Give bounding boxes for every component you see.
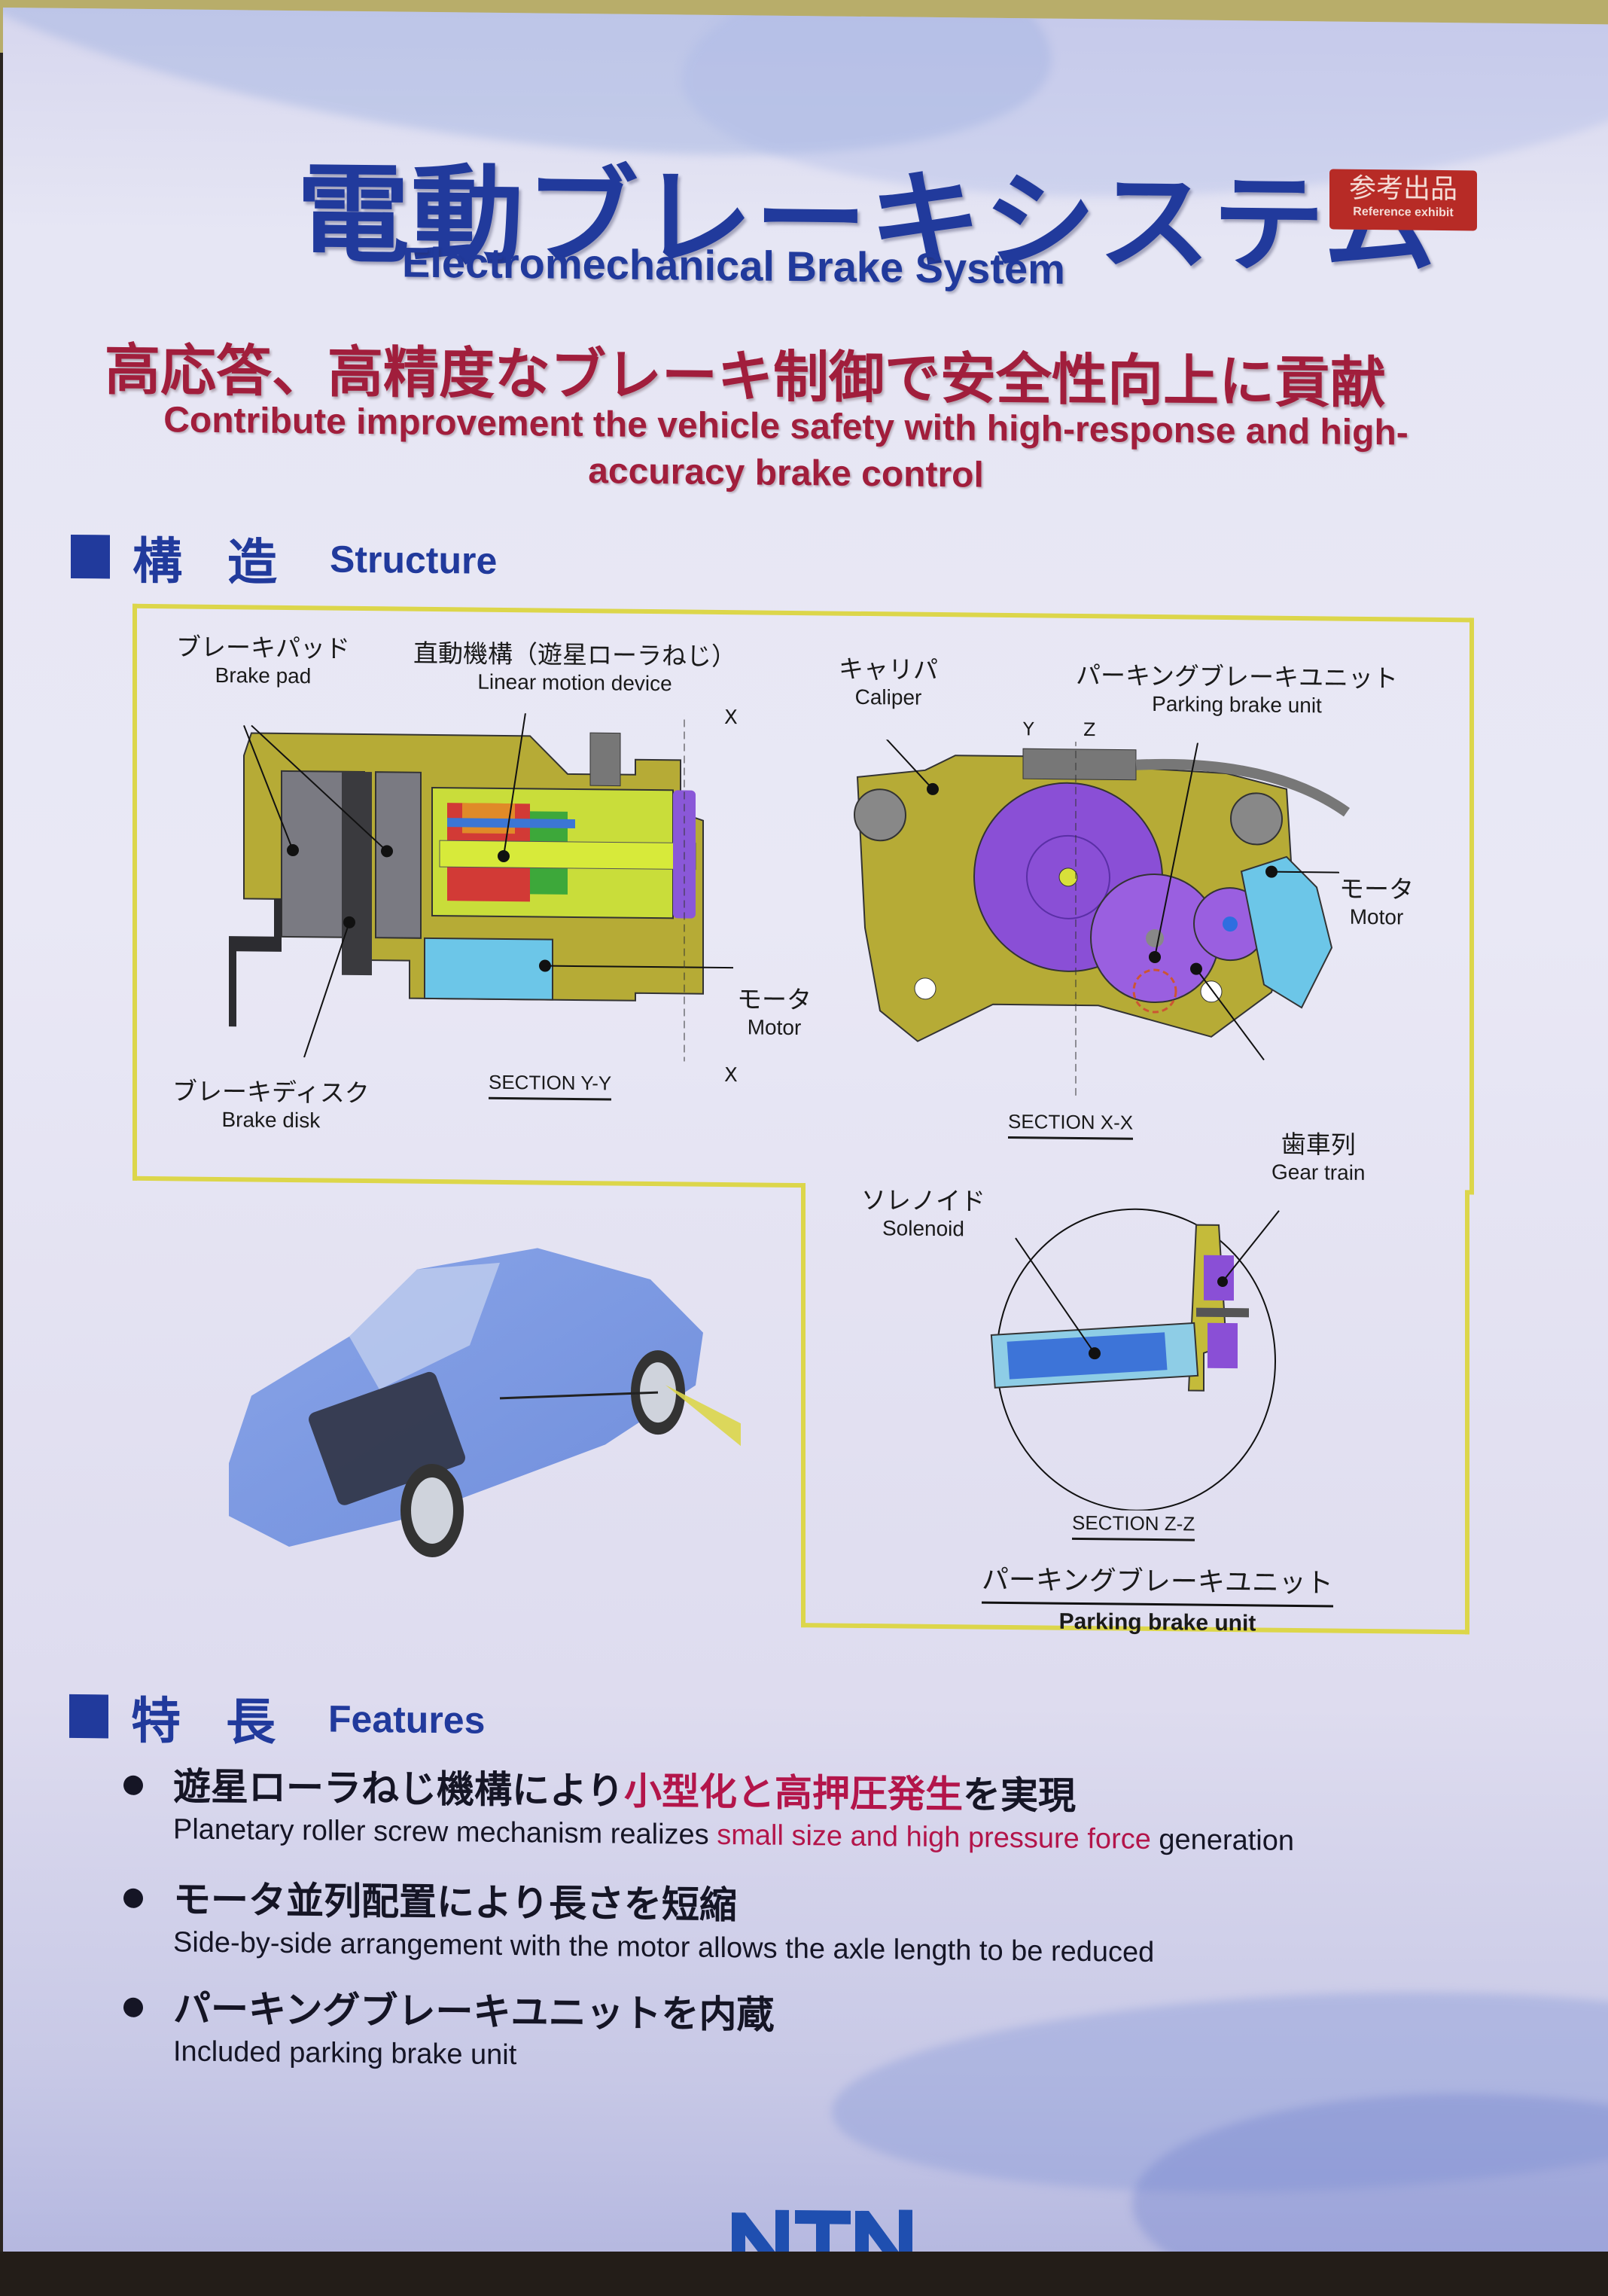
cut-marker-x-top: X [724, 706, 738, 730]
label-gear-train: 歯車列 Gear train [1271, 1129, 1366, 1185]
label-solenoid: ソレノイド Solenoid [861, 1185, 985, 1241]
label-parking-brake-unit: パーキングブレーキユニット Parking brake unit [1076, 660, 1399, 718]
tagline-en: Contribute improvement the vehicle safet… [163, 400, 1409, 495]
feature-item: 遊星ローラねじ機構により小型化と高押圧発生を実現 Planetary rolle… [123, 1756, 1294, 1858]
bullet-icon [123, 1888, 143, 1908]
floor [0, 2252, 1608, 2296]
diagram-frame-right [1465, 1190, 1469, 1635]
bullet-icon [123, 1775, 143, 1795]
diagram-frame-divider [801, 1183, 806, 1628]
poster-board: 電動ブレーキシステム Electromechanical Brake Syste… [3, 8, 1608, 2269]
section-yy-diagram [229, 709, 733, 1063]
label-caliper: キャリパ Caliper [839, 654, 938, 709]
section-zz-diagram [990, 1208, 1280, 1511]
parking-brake-unit-caption: パーキングブレーキユニット Parking brake unit [982, 1557, 1333, 1638]
label-motor-xx: モータ Motor [1339, 874, 1414, 929]
label-brake-pad: ブレーキパッド Brake pad [176, 632, 350, 688]
cut-marker-z: Z [1083, 719, 1096, 741]
label-linear-motion-device: 直動機構（遊星ローラねじ） Linear motion device [413, 638, 736, 696]
cut-marker-x-bottom: X [724, 1064, 738, 1087]
reference-exhibit-badge: 参考出品 Reference exhibit [1329, 169, 1477, 231]
feature-item: パーキングブレーキユニットを内蔵 Included parking brake … [123, 1978, 775, 2075]
cut-marker-y: Y [1023, 718, 1034, 740]
feature-item: モータ並列配置により長さを短縮 Side-by-side arrangement… [123, 1869, 1154, 1969]
features-heading-jp: 特長 [131, 1691, 321, 1752]
features-heading-en: Features [328, 1697, 486, 1742]
section-xx-diagram [854, 739, 1351, 1096]
label-motor-yy: モータ Motor [737, 984, 812, 1040]
square-bullet-icon [71, 534, 110, 579]
section-xx-caption: SECTION X-X [1008, 1109, 1134, 1140]
badge-label-en: Reference exhibit [1353, 205, 1454, 220]
section-zz-caption: SECTION Z-Z [1072, 1511, 1195, 1541]
page-subtitle: Electromechanical Brake System [402, 238, 1065, 293]
structure-heading: 構造 Structure [71, 520, 497, 597]
square-bullet-icon [69, 1694, 108, 1739]
structure-heading-jp: 構造 [132, 532, 322, 593]
label-brake-disk: ブレーキディスク Brake disk [172, 1076, 370, 1133]
bullet-icon [123, 1997, 143, 2017]
section-yy-caption: SECTION Y-Y [489, 1070, 612, 1101]
structure-heading-en: Structure [330, 538, 498, 582]
features-heading: 特長 Features [69, 1680, 485, 1757]
badge-label-jp: 参考出品 [1348, 172, 1457, 206]
car-illustration [229, 1248, 741, 1557]
